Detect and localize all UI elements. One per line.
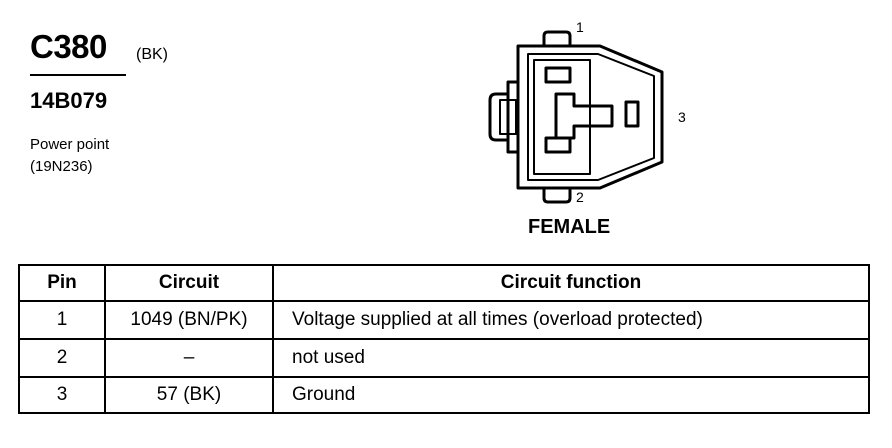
cell-circuit: 57 (BK) [104, 376, 274, 414]
connector-face-diagram: 1 2 3 [488, 19, 686, 205]
pin-label-1: 1 [576, 19, 584, 35]
cell-function: Voltage supplied at all times (overload … [272, 300, 870, 340]
connector-id: C380 [30, 28, 107, 65]
pin-table: Pin Circuit Circuit function 1 1049 (BN/… [18, 264, 870, 414]
right-slot [624, 100, 640, 128]
left-clip [506, 80, 518, 154]
cell-circuit: 1049 (BN/PK) [104, 300, 274, 340]
pin-label-3: 3 [678, 109, 686, 125]
title-underline [30, 74, 126, 76]
description-line-2: (19N236) [30, 158, 93, 175]
table-row: 2 – not used [18, 338, 870, 378]
pin-1-cavity [544, 66, 572, 84]
top-latch-tab [542, 30, 572, 46]
pin-housing [533, 59, 591, 175]
header-circuit: Circuit [104, 264, 274, 302]
cell-function: Ground [272, 376, 870, 414]
cell-pin: 2 [18, 338, 106, 378]
table-header-row: Pin Circuit Circuit function [18, 264, 870, 302]
pin-3-key-cavity [554, 92, 614, 140]
gender-label: FEMALE [528, 216, 611, 238]
part-number: 14B079 [30, 88, 108, 113]
cell-function: not used [272, 338, 870, 378]
pin-2-cavity [544, 136, 572, 154]
connector-inner-outline [527, 53, 655, 181]
pin-label-2: 2 [576, 189, 584, 205]
cell-pin: 3 [18, 376, 106, 414]
cell-pin: 1 [18, 300, 106, 340]
description-line-1: Power point [30, 136, 110, 153]
cell-circuit: – [104, 338, 274, 378]
header-circuit-function: Circuit function [272, 264, 870, 302]
left-clip-knob [488, 92, 508, 142]
connector-color: (BK) [136, 46, 168, 63]
table-row: 3 57 (BK) Ground [18, 376, 870, 414]
table-row: 1 1049 (BN/PK) Voltage supplied at all t… [18, 300, 870, 340]
bottom-latch-tab [542, 188, 572, 204]
header-pin: Pin [18, 264, 106, 302]
left-clip-inner [499, 99, 517, 135]
connector-body [516, 44, 664, 190]
